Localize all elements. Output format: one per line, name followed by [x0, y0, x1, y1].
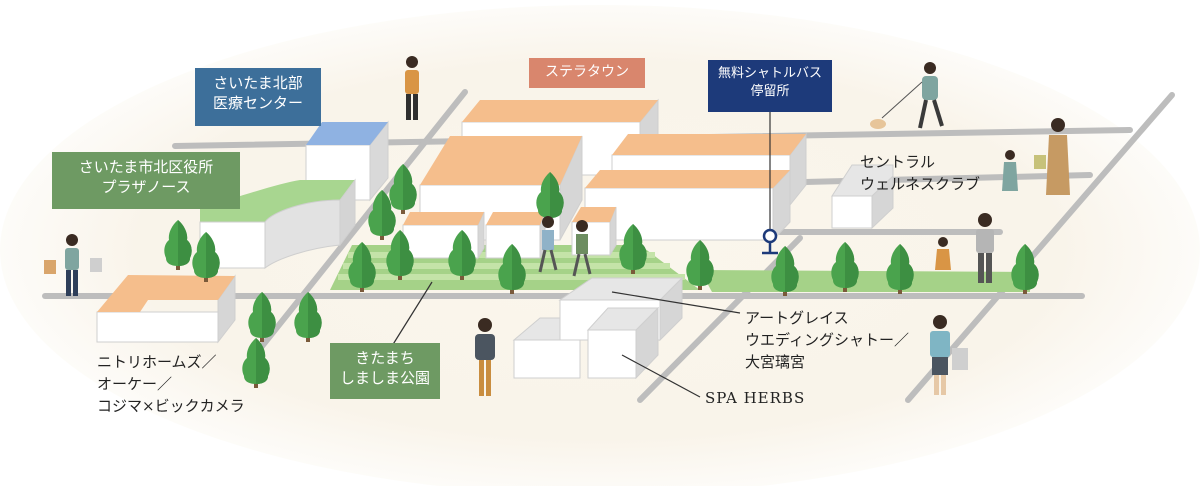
- people: [44, 56, 1070, 396]
- tag-saitama-hokubu-medical-center: さいたま北部 医療センター: [195, 68, 321, 126]
- people-running-children: [538, 216, 592, 277]
- road-center-diagonal: [637, 235, 803, 403]
- person-groceries: [930, 315, 968, 395]
- bus-stop-pin: [762, 228, 778, 255]
- person-dog-walker: [870, 62, 944, 129]
- road-left-diagonal: [252, 89, 468, 358]
- person-shopper-left: [44, 234, 102, 296]
- tag-shuttle-bus-stop: 無料シャトルバス 停留所: [708, 60, 832, 112]
- building-wellness-club: [831, 164, 894, 230]
- buildings: [96, 98, 894, 380]
- tag-stella-town: ステラタウン: [529, 58, 645, 88]
- label-art-grace-wedding: アートグレイス ウエディングシャトー／ 大宮璃宮: [745, 309, 909, 371]
- person-shopper-right: [1034, 118, 1070, 195]
- building-spa-herbs: [586, 306, 660, 380]
- tag-kitamachi-shimashima-park: きたまち しましま公園: [330, 343, 440, 399]
- label-nitori-okay-kojima: ニトリホームズ／ オーケー／ コジマ×ビックカメラ: [97, 353, 245, 415]
- label-central-wellness-club: セントラル ウェルネスクラブ: [860, 153, 981, 193]
- park-leader-line: [391, 281, 433, 347]
- person-phone: [405, 56, 419, 120]
- spa-herbs-leader-line: [621, 354, 701, 398]
- label-spa-herbs: SPA HERBS: [705, 389, 806, 407]
- building-stella-town: [402, 98, 807, 260]
- person-couple: [935, 213, 994, 283]
- art-grace-leader-line: [611, 291, 741, 314]
- person-child: [1002, 150, 1018, 191]
- tag-kitaku-yakusho-plaza-north: さいたま市北区役所 プラザノース: [52, 152, 240, 209]
- person-camera: [475, 318, 495, 396]
- building-nitori: [96, 274, 236, 344]
- leader-lines: [391, 112, 771, 398]
